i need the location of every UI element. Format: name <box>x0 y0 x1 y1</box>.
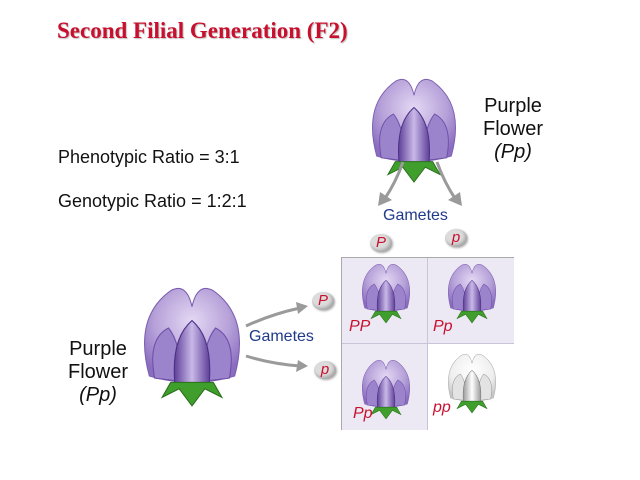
cell-1-flower-image <box>361 263 411 324</box>
left-parent-line1: Purple <box>69 338 127 360</box>
left-parent-flower-image <box>143 287 241 407</box>
left-gamete-recessive: p <box>314 361 336 379</box>
top-gamete-dominant: P <box>370 234 392 252</box>
top-parent-line1: Purple <box>484 95 542 117</box>
punnett-square <box>341 257 514 430</box>
top-parent-line2: Flower <box>482 118 543 140</box>
top-parent-genotype: (Pp) <box>494 141 532 163</box>
punnett-cell-2 <box>428 258 514 344</box>
left-parent-genotype: (Pp) <box>79 384 117 406</box>
punnett-cell-3 <box>342 344 428 430</box>
top-gamete-arrows <box>378 161 462 206</box>
top-parent-label: Purple Flower (Pp) <box>468 95 558 164</box>
cell-2-flower-image <box>447 263 497 324</box>
phenotypic-ratio: Phenotypic Ratio = 3:1 <box>58 147 240 167</box>
cell-2-genotype: Pp <box>433 318 453 335</box>
top-gametes-label: Gametes <box>383 207 448 224</box>
left-gamete-arrows <box>245 302 308 372</box>
left-parent-label: Purple Flower (Pp) <box>52 338 144 407</box>
cell-1-genotype: PP <box>349 318 371 335</box>
punnett-cell-1 <box>342 258 428 344</box>
left-gamete-dominant: P <box>312 292 334 310</box>
cell-3-genotype: Pp <box>353 405 373 422</box>
top-gamete-recessive: p <box>445 229 467 247</box>
genotypic-ratio: Genotypic Ratio = 1:2:1 <box>58 191 247 211</box>
diagram-title: Second Filial Generation (F2) <box>57 18 348 43</box>
left-gametes-label: Gametes <box>249 328 314 345</box>
cell-4-genotype: pp <box>433 399 451 416</box>
left-parent-line2: Flower <box>67 361 128 383</box>
punnett-cell-4 <box>428 344 514 430</box>
